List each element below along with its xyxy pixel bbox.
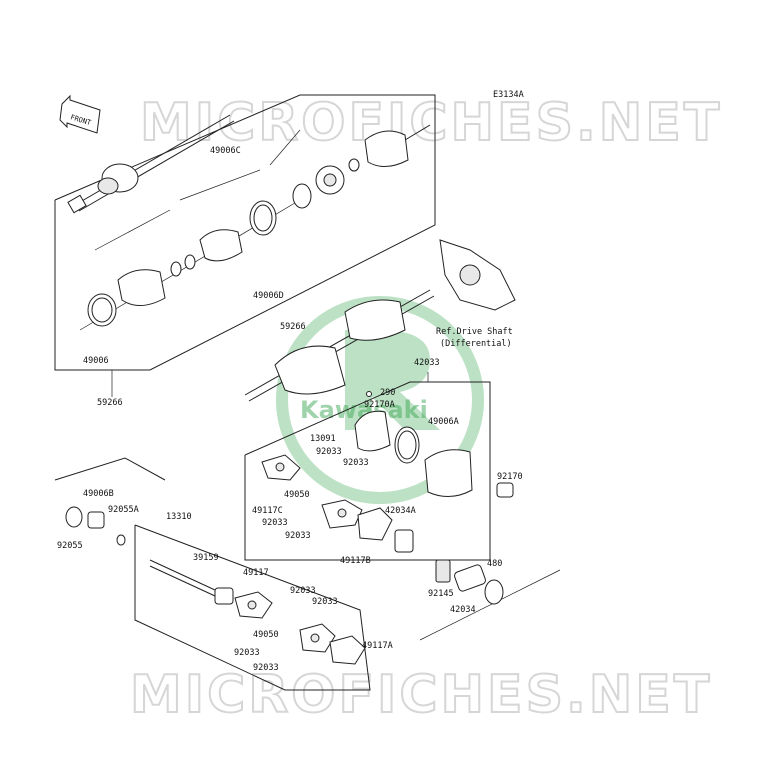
- label-49117A: 49117A: [362, 641, 393, 651]
- upper-axle-shaft: [67, 114, 235, 214]
- label-92033-e: 92033: [290, 586, 316, 596]
- label-49006: 49006: [83, 356, 109, 366]
- label-92055: 92055: [57, 541, 83, 551]
- label-480: 480: [487, 559, 502, 569]
- label-92033-b: 92033: [343, 458, 369, 468]
- label-42033: 42033: [414, 358, 440, 368]
- label-42034: 42034: [450, 605, 476, 615]
- label-92055A: 92055A: [108, 505, 139, 515]
- label-92170A: 92170A: [364, 400, 395, 410]
- watermark-top: MICROFICHES.NET: [140, 93, 722, 153]
- label-92033-f: 92033: [312, 597, 338, 607]
- ref-drive-shaft-line1: Ref.Drive Shaft: [436, 327, 513, 337]
- label-59266-left: 59266: [97, 398, 123, 408]
- watermark-bottom: MICROFICHES.NET: [130, 665, 712, 725]
- label-39159: 39159: [193, 553, 219, 563]
- label-42034A: 42034A: [385, 506, 416, 516]
- label-92033-d: 92033: [285, 531, 311, 541]
- label-49006A: 49006A: [428, 417, 459, 427]
- label-290: 290: [380, 388, 395, 398]
- label-13091: 13091: [310, 434, 336, 444]
- label-49006B: 49006B: [83, 489, 114, 499]
- lower-frame: [54, 457, 371, 691]
- label-49006C: 49006C: [210, 146, 241, 156]
- label-49050-a: 49050: [284, 490, 310, 500]
- label-92033-h: 92033: [253, 663, 279, 673]
- label-13310: 13310: [166, 512, 192, 522]
- label-49117B: 49117B: [340, 556, 371, 566]
- label-59266-center: 59266: [280, 322, 306, 332]
- diagram-code: E3134A: [493, 90, 524, 100]
- label-49117: 49117: [243, 568, 269, 578]
- label-92033-g: 92033: [234, 648, 260, 658]
- label-49050-b: 49050: [253, 630, 279, 640]
- label-92145: 92145: [428, 589, 454, 599]
- label-49117C: 49117C: [252, 506, 283, 516]
- ref-drive-shaft-line2: (Differential): [440, 339, 512, 349]
- front-arrow-icon: FRONT: [59, 94, 101, 134]
- right-frame: [244, 372, 561, 641]
- upper-boot-parts: [87, 124, 431, 327]
- label-92170: 92170: [497, 472, 523, 482]
- lower-parts: [65, 506, 366, 665]
- label-49006D: 49006D: [253, 291, 284, 301]
- right-parts: [261, 391, 514, 605]
- label-92033-a: 92033: [316, 447, 342, 457]
- label-92033-c: 92033: [262, 518, 288, 528]
- center-axle-shaft: [244, 289, 435, 402]
- differential-housing: [439, 239, 516, 311]
